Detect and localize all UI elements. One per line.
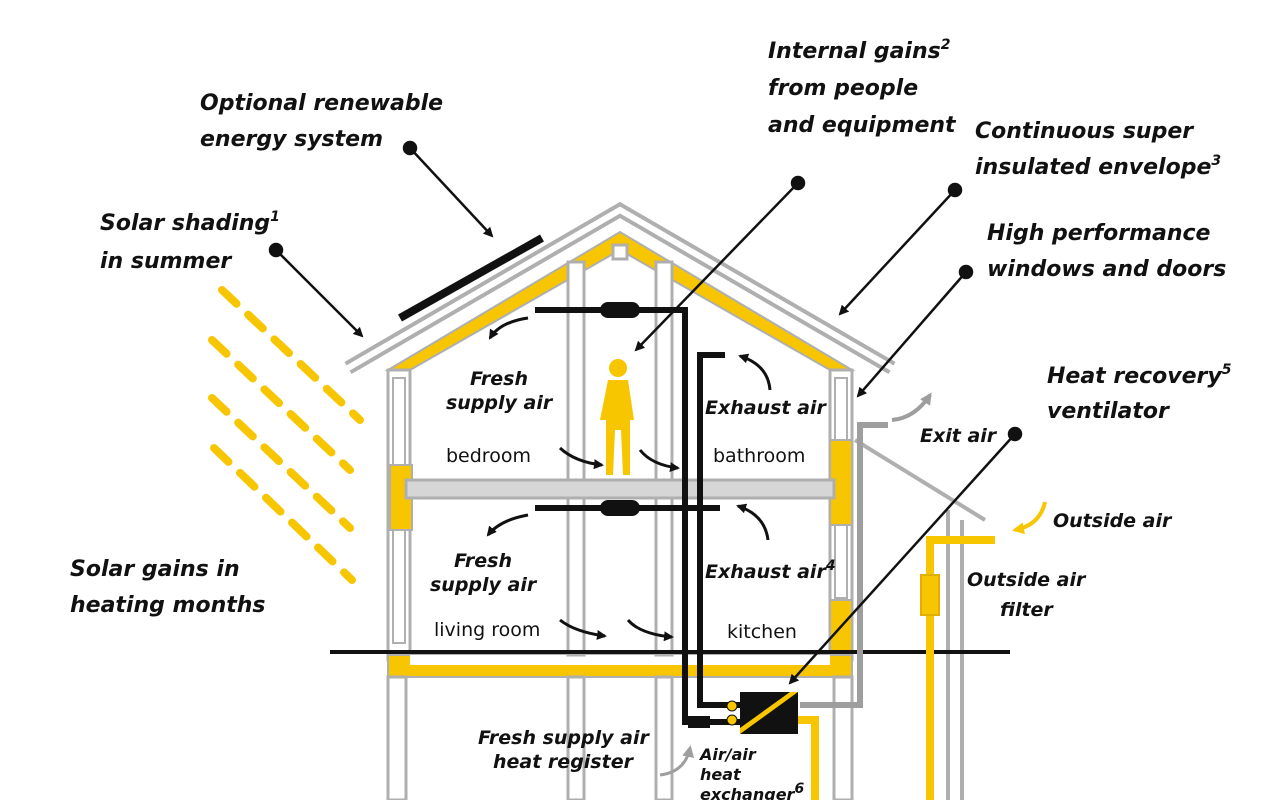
- solar-panel-icon: [398, 234, 544, 322]
- room-bathroom: bathroom: [713, 445, 805, 467]
- outside-filter-label: Outside air filter: [967, 569, 1092, 621]
- exhaust-upper-label: Exhaust air: [705, 397, 827, 419]
- room-living-room: living room: [434, 619, 540, 641]
- hrv-label: Heat recovery5 ventilator: [1047, 355, 1239, 424]
- damper-upper: [600, 302, 640, 318]
- register-leader: [659, 745, 695, 777]
- filter-icon: [920, 574, 940, 616]
- heat-register-icon: [688, 716, 710, 728]
- exit-air-duct: [800, 422, 888, 708]
- house-walls: [386, 260, 854, 800]
- internal-gains-label: Internal gains2 from people and equipmen…: [768, 30, 958, 138]
- person-silhouette-icon: [600, 359, 634, 475]
- exhaust-lower-label: Exhaust air4: [705, 558, 836, 583]
- roof-vent: [611, 243, 629, 261]
- exit-air-arrow: [891, 392, 932, 422]
- renewable-label: Optional renewable energy system: [200, 91, 451, 152]
- room-kitchen: kitchen: [727, 621, 797, 643]
- solar-gains-label: Solar gains in heating months: [70, 557, 266, 618]
- exhaust-duct: [697, 352, 740, 708]
- register-label: Fresh supply air heat register: [478, 727, 655, 773]
- exchanger-label: Air/air heat exchanger6: [698, 745, 804, 800]
- exit-air-label: Exit air: [920, 425, 998, 447]
- fresh-supply-upper-label: Fresh supply air: [446, 368, 554, 414]
- windows-label: High performance windows and doors: [987, 221, 1226, 282]
- envelope-label: Continuous super insulated envelope3: [975, 119, 1221, 180]
- fresh-supply-lower-label: Fresh supply air: [430, 550, 538, 596]
- outside-air-label: Outside air: [1053, 510, 1173, 532]
- damper-lower: [600, 500, 640, 516]
- outside-air-duct: [795, 536, 995, 800]
- heat-exchanger-icon: [726, 692, 798, 734]
- airflow-arrows: [486, 316, 772, 642]
- solar-shading-label: Solar shading1 in summer: [100, 202, 288, 274]
- roof: [344, 201, 896, 375]
- annex: [853, 438, 987, 800]
- room-bedroom: bedroom: [446, 445, 531, 467]
- outside-air-arrow: [1012, 501, 1047, 535]
- sun-ray-icon: [208, 286, 364, 584]
- leader-lines: [268, 140, 1023, 685]
